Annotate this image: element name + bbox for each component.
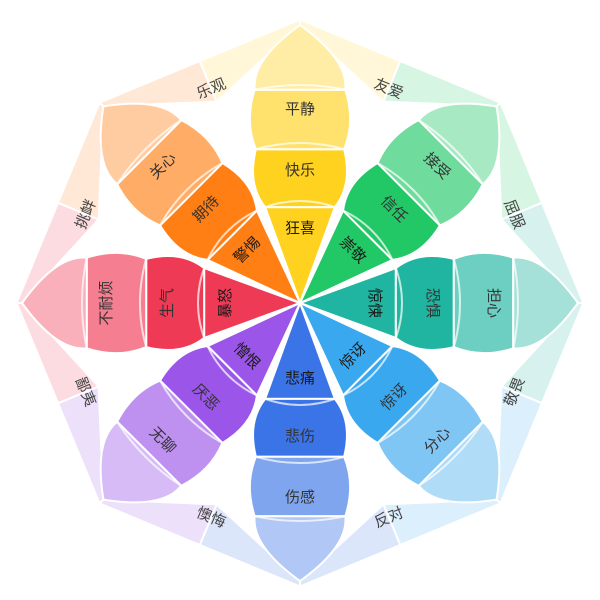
- petal-tip-anticipation: [99, 102, 183, 186]
- label-core-sadness: 悲痛: [285, 369, 315, 387]
- petal-tip-joy: [253, 23, 347, 91]
- label-mid-anger: 生气: [158, 288, 176, 318]
- ring-line-1: [197, 200, 403, 406]
- petal-tip-trust: [417, 102, 501, 186]
- label-mid-sadness: 悲伤: [285, 427, 315, 445]
- label-outer-sadness: 伤感: [285, 488, 315, 506]
- label-outer-joy: 平静: [285, 100, 315, 118]
- label-core-fear: 惊悚: [366, 288, 384, 318]
- petal-tip-disgust: [99, 420, 183, 504]
- dyad-octagon: [14, 17, 586, 589]
- label-outer-fear: 担心: [485, 288, 503, 318]
- petal-outer-sadness: [248, 455, 352, 518]
- petal-outer-joy: [248, 88, 352, 151]
- petal-tip-fear: [512, 256, 580, 350]
- ring-line-2: [139, 142, 461, 464]
- label-mid-fear: 恐惧: [424, 288, 442, 318]
- petal-ring-lines: [81, 84, 519, 522]
- petal-outer-anger: [85, 251, 148, 355]
- petal-tip-surprise: [417, 420, 501, 504]
- petal-tip-sadness: [253, 515, 347, 583]
- label-core-anger: 暴怒: [216, 288, 234, 318]
- label-core-joy: 狂喜: [285, 219, 315, 237]
- dyad-wedge-disgust-side: [56, 384, 105, 506]
- petal-tip-anger: [20, 256, 88, 350]
- octagon-outline: [14, 17, 586, 589]
- dyad-wedge-surprise-side: [381, 498, 503, 547]
- label-mid-joy: 快乐: [285, 161, 315, 179]
- ring-line-3: [81, 84, 519, 522]
- label-outer-anger: 不耐烦: [97, 280, 115, 325]
- petal-outer-fear: [452, 251, 515, 355]
